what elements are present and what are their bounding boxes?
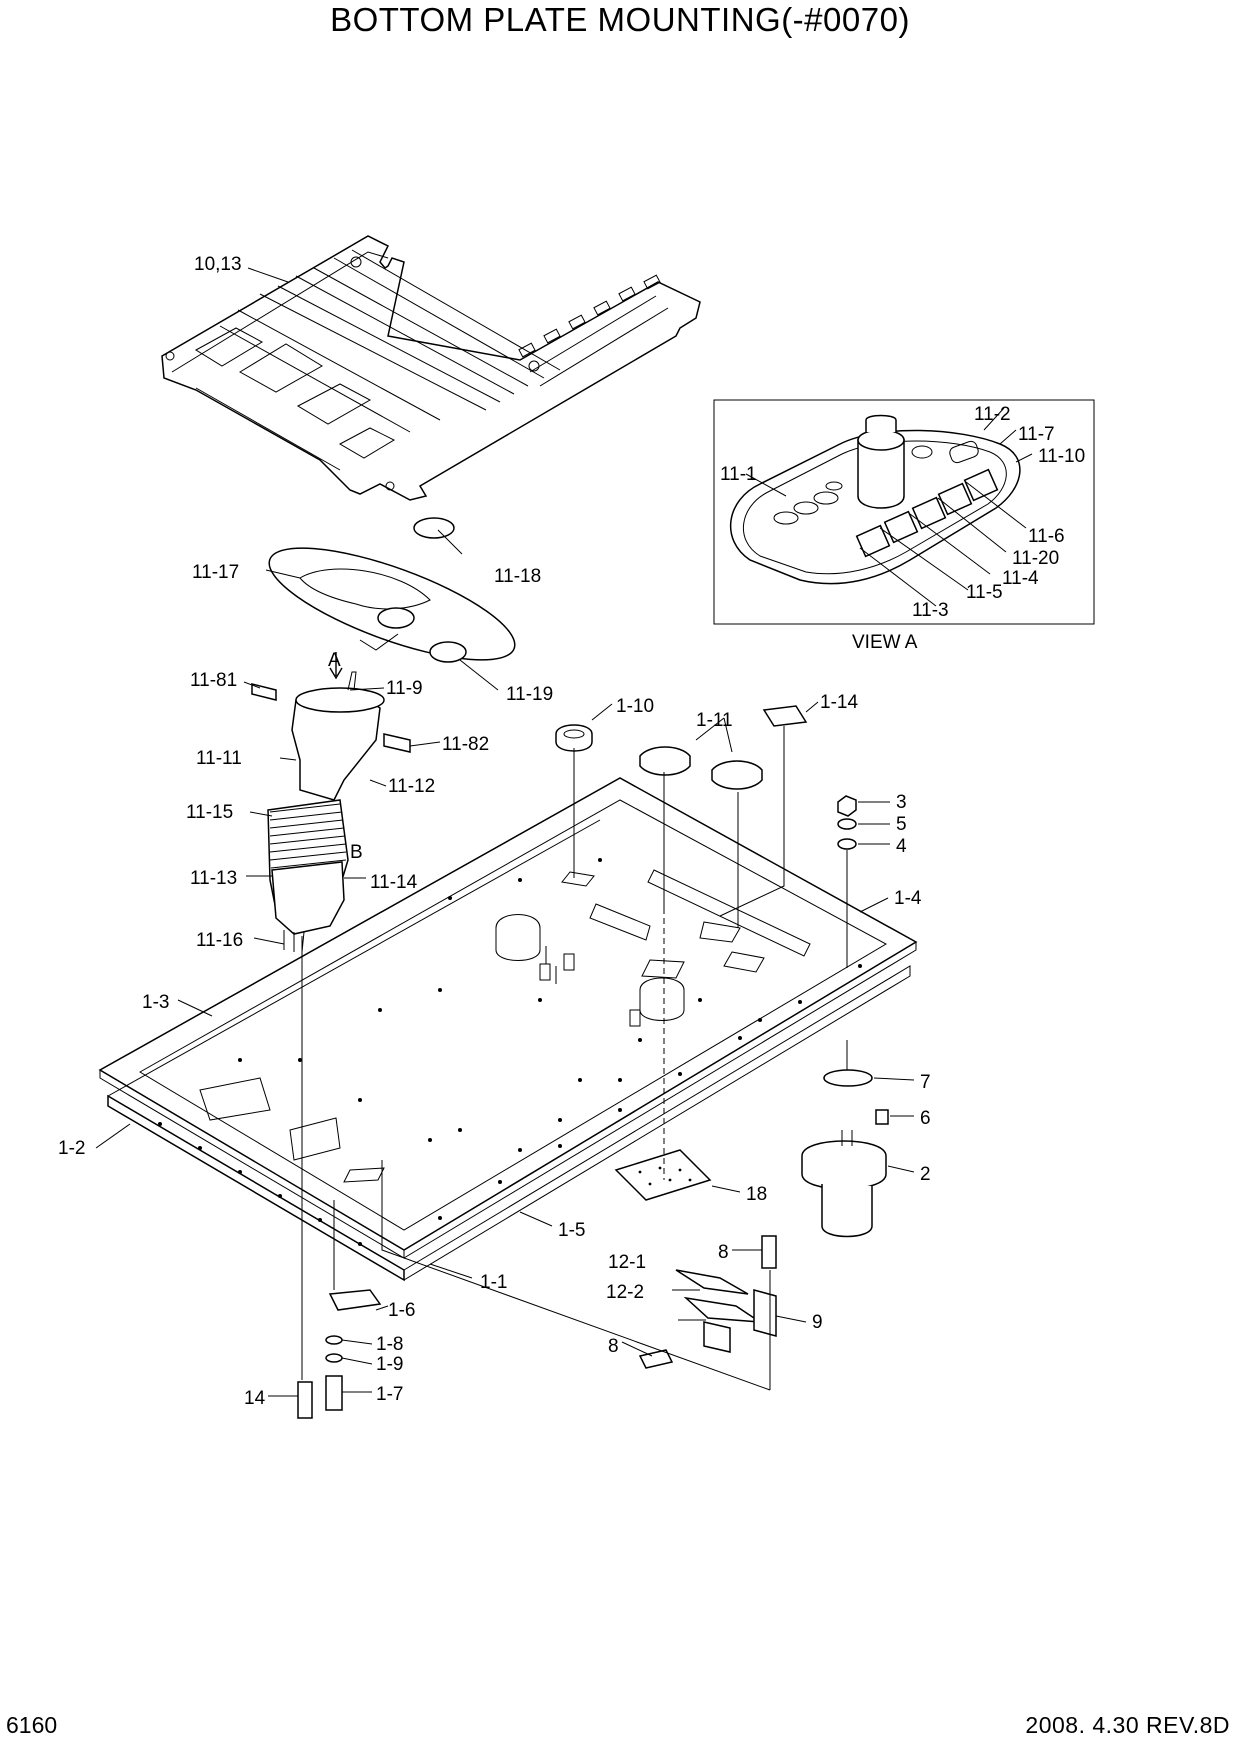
callout-11-14: 11-14: [370, 872, 418, 893]
callout-7: 7: [920, 1072, 931, 1093]
callout-11-81: 11-81: [190, 670, 237, 691]
callout-11-3: 11-3: [912, 600, 949, 621]
callout-1-3: 1-3: [142, 992, 169, 1013]
callout-8-upper: 8: [718, 1242, 729, 1263]
callout-11-20: 11-20: [1012, 548, 1059, 569]
callout-1-9: 1-9: [376, 1354, 403, 1375]
callout-1-10: 1-10: [616, 696, 654, 717]
callout-12-1: 12-1: [608, 1252, 646, 1273]
callout-8-lower: 8: [608, 1336, 619, 1357]
callout-11-13: 11-13: [190, 868, 237, 889]
callout-1-2: 1-2: [58, 1138, 85, 1159]
callout-11-1: 11-1: [720, 464, 757, 485]
floor-plate: [98, 777, 918, 1282]
callout-1-14: 1-14: [820, 692, 858, 713]
callout-14: 14: [244, 1388, 266, 1409]
view-a-caption: VIEW A: [852, 632, 918, 653]
callout-B: B: [350, 842, 363, 863]
callout-11-18: 11-18: [494, 566, 541, 587]
callout-11-6: 11-6: [1028, 526, 1065, 547]
callout-11-16: 11-16: [196, 930, 243, 951]
callout-11-7: 11-7: [1018, 424, 1055, 445]
callout-12-2: 12-2: [606, 1282, 644, 1303]
page-title: BOTTOM PLATE MOUNTING(-#0070): [330, 1, 910, 38]
callout-3: 3: [896, 792, 907, 813]
callout-10-13: 10,13: [194, 254, 242, 275]
floor-mat: [161, 235, 701, 501]
callout-9: 9: [812, 1312, 823, 1333]
callout-11-82: 11-82: [442, 734, 489, 755]
joystick-handle: [251, 652, 411, 953]
callout-4: 4: [896, 836, 907, 857]
callout-1-7: 1-7: [376, 1384, 403, 1405]
callout-11-10: 11-10: [1038, 446, 1085, 467]
callout-2: 2: [920, 1164, 931, 1185]
callout-5: 5: [896, 814, 907, 835]
callout-1-6: 1-6: [388, 1300, 415, 1321]
control-plate: [268, 517, 516, 663]
callout-A: A: [328, 650, 341, 671]
callout-11-5: 11-5: [966, 582, 1003, 603]
callout-1-5: 1-5: [558, 1220, 585, 1241]
callout-11-9: 11-9: [386, 678, 423, 699]
callout-1-1: 1-1: [480, 1272, 507, 1293]
callout-1-4: 1-4: [894, 888, 922, 909]
callout-11-12: 11-12: [388, 776, 435, 797]
callout-6: 6: [920, 1108, 931, 1129]
leader-lines: [95, 267, 1033, 1397]
callout-1-8: 1-8: [376, 1334, 403, 1355]
callout-11-4: 11-4: [1002, 568, 1039, 589]
callout-18: 18: [746, 1184, 767, 1205]
callout-11-19: 11-19: [506, 684, 553, 705]
callout-11-15: 11-15: [186, 802, 233, 823]
callouts: 10,13 11-2 11-7 11-10 11-1 11-6 11-20 11…: [58, 254, 1085, 1409]
callout-11-11: 11-11: [196, 748, 242, 769]
callout-11-2: 11-2: [974, 404, 1011, 425]
callout-1-11: 1-11: [696, 710, 733, 731]
grommets-and-covers: [297, 705, 889, 1419]
view-a-inset: [713, 399, 1095, 625]
callout-11-17: 11-17: [192, 562, 239, 583]
page-number: 6160: [6, 1712, 58, 1738]
date-revision: 2008. 4.30 REV.8D: [1025, 1712, 1230, 1738]
